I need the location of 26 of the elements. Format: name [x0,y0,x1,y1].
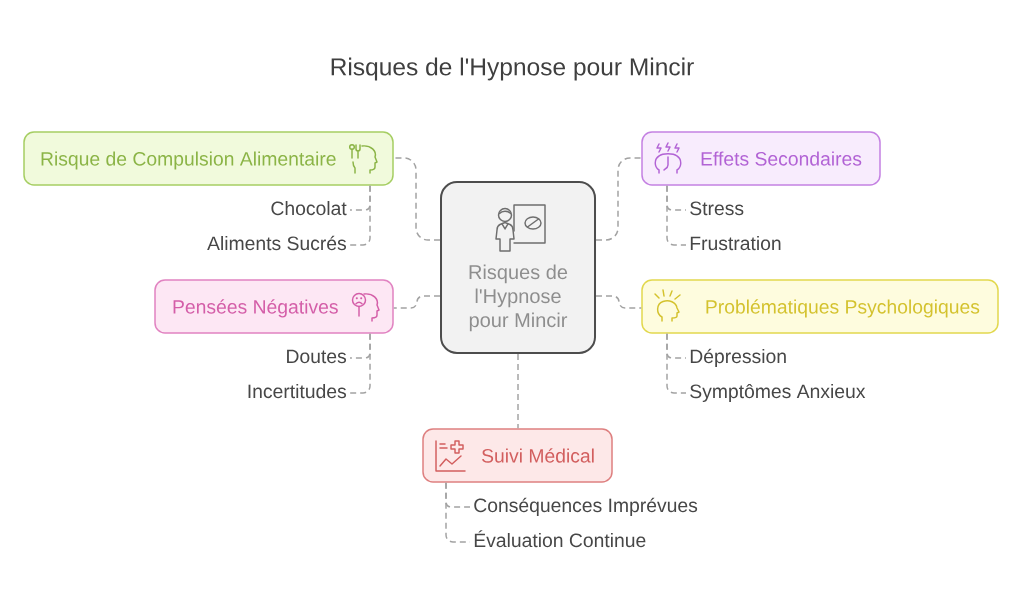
sub-item: Évaluation Continue [474,530,646,548]
connector [393,295,441,309]
topic-box: Suivi Médical [422,428,613,483]
sub-item: Symptômes Anxieux [690,383,866,402]
topic-box: Problématiques Psychologiques [641,279,999,334]
sub-item: Dépression [690,348,786,367]
sub-item: Stress [690,201,744,216]
connector [517,353,519,429]
sub-item: Incertitudes [248,384,347,399]
topic-box: Pensées Négatives [154,279,394,334]
connector [349,333,371,394]
sub-item: Conséquences Imprévues [474,497,698,516]
connector [393,157,441,241]
sub-item: Frustration [690,236,781,251]
connector [666,185,687,246]
connector [666,333,687,394]
topic-box: Effets Secondaires [641,131,881,186]
central-box: Risques de l'Hypnose pour Mincir [440,181,596,354]
sub-item: Aliments Sucrés [207,235,346,251]
title: Risques de l'Hypnose pour Mincir [331,57,694,81]
connector [595,157,642,241]
sub-item: Doutes [287,349,347,364]
connector [595,295,642,309]
connector [349,185,371,246]
sub-item: Chocolat [271,201,347,216]
topic-box: Risque de Compulsion Alimentaire [23,131,394,186]
